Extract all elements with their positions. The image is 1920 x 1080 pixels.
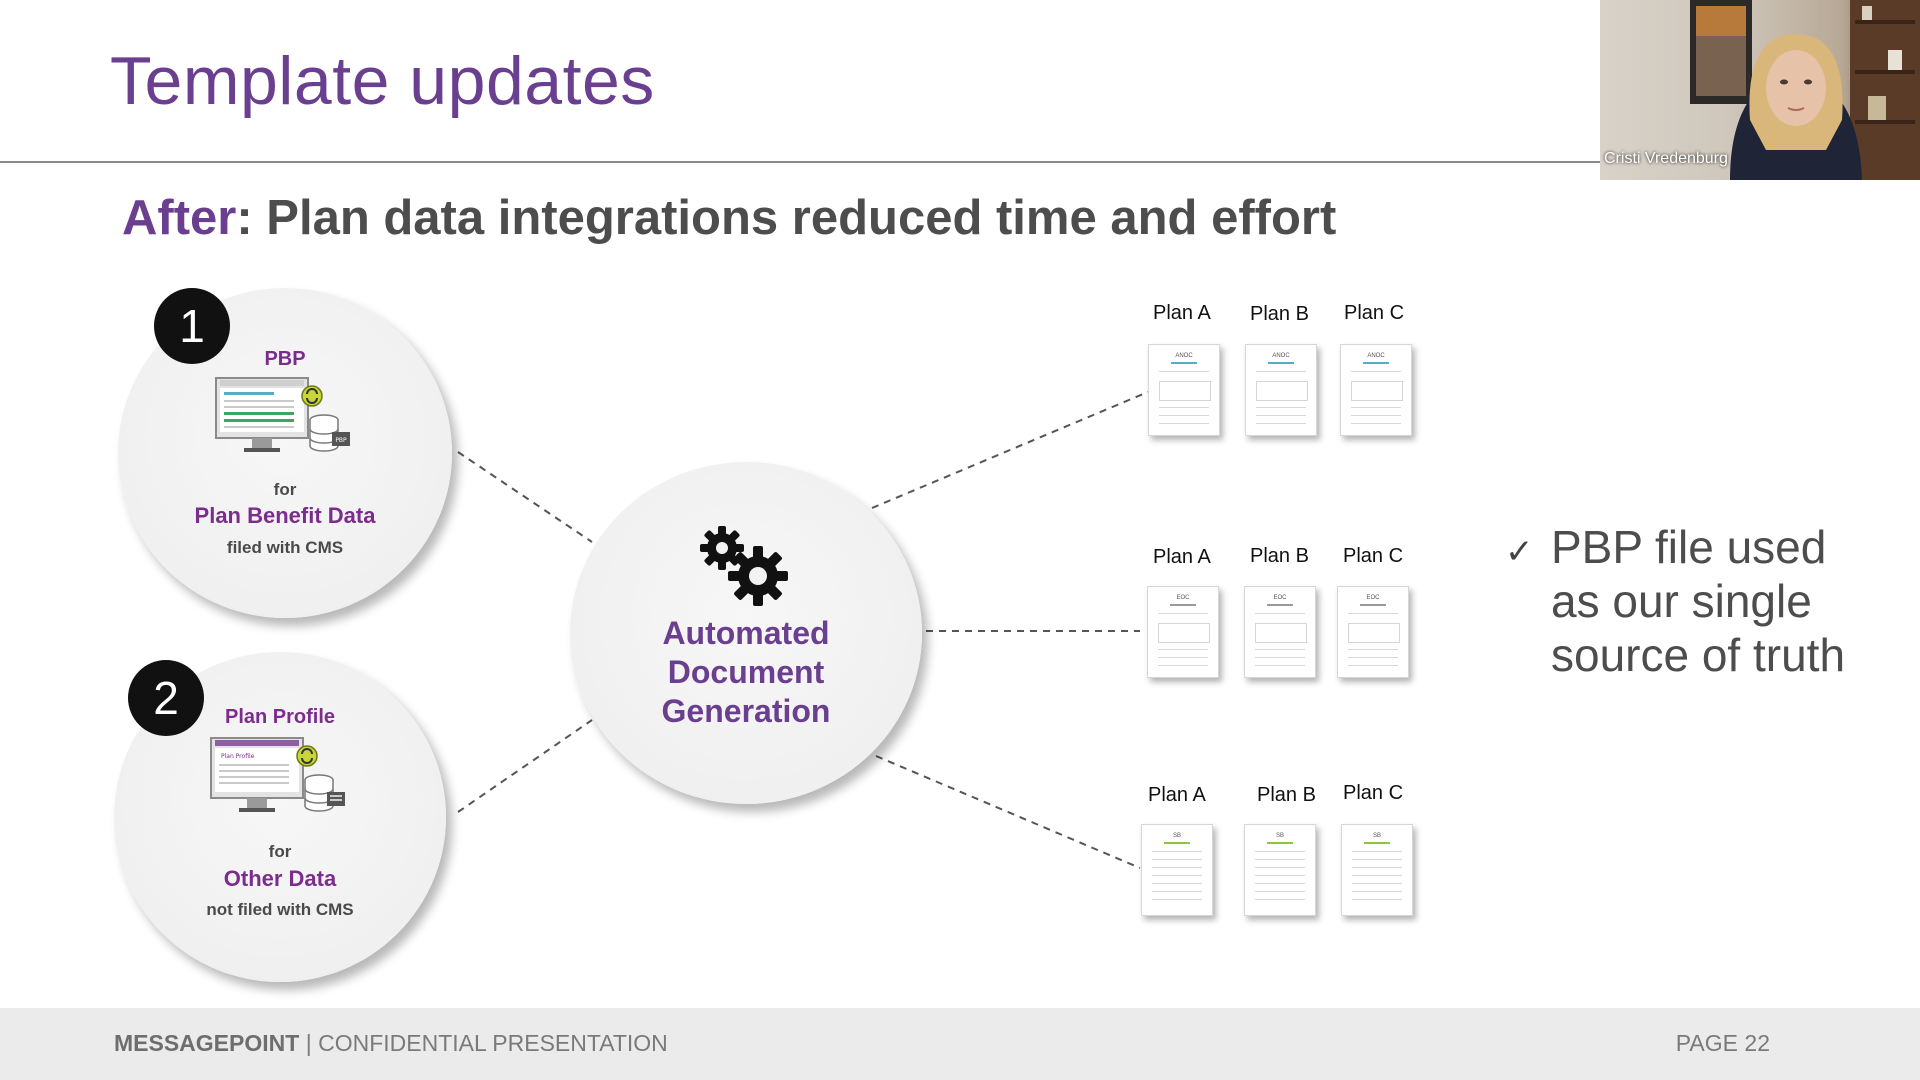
plan-label: Plan A (1148, 784, 1206, 806)
source-sub-label: not filed with CMS (206, 900, 354, 919)
slide-footer: MESSAGEPOINT | CONFIDENTIAL PRESENTATION… (0, 1008, 1920, 1080)
plan-label: Plan C (1344, 302, 1405, 324)
sb-document: SB (1141, 824, 1213, 916)
step-number-badge: 1 (154, 288, 230, 364)
source-for-text: for (268, 842, 292, 861)
footer-separator: | (305, 1030, 312, 1056)
connector-profile (457, 719, 593, 813)
page-number: PAGE 22 (1676, 1030, 1770, 1057)
anoc-document: ANOC (1340, 344, 1412, 436)
anoc-document: ANOC (1148, 344, 1220, 436)
footer-label: CONFIDENTIAL PRESENTATION (318, 1030, 668, 1056)
slide-subtitle: After: Plan data integrations reduced ti… (122, 190, 1336, 246)
svg-text:Plan Profile: Plan Profile (221, 753, 255, 760)
connector-anoc (871, 391, 1149, 509)
subtitle-text: : Plan data integrations reduced time an… (236, 191, 1337, 245)
key-point-text: PBP file used as our single source of tr… (1551, 521, 1846, 681)
source-heading: Plan Profile (224, 706, 336, 728)
sb-document: SB (1244, 824, 1316, 916)
webcam-person-image (1690, 0, 1920, 180)
central-title: Automated Document Generation (570, 614, 922, 731)
plan-label: Plan B (1250, 545, 1309, 567)
eoc-document: EOC (1244, 586, 1316, 678)
source-heading: PBP (264, 348, 306, 370)
checkmark-icon: ✓ (1505, 533, 1534, 571)
plan-label: Plan C (1343, 782, 1404, 804)
source-for-text: for (273, 480, 297, 499)
central-title-line: Document (667, 654, 825, 690)
connector-sb (875, 755, 1141, 869)
participant-name: Cristi Vredenburg (1604, 150, 1728, 167)
plan-label: Plan B (1257, 784, 1316, 806)
step-number-badge: 2 (128, 660, 204, 736)
page-label: PAGE (1675, 1030, 1739, 1056)
gears-icon (700, 526, 788, 606)
central-title-line: Automated (662, 615, 830, 651)
monitor-database-sync-icon: Plan Profile (210, 737, 345, 812)
eoc-document: EOC (1147, 586, 1219, 678)
plan-label: Plan B (1250, 303, 1309, 325)
footer-left: MESSAGEPOINT | CONFIDENTIAL PRESENTATION (114, 1030, 668, 1057)
svg-text:PBP: PBP (335, 437, 347, 444)
plan-label: Plan A (1153, 546, 1211, 568)
page-value: 22 (1744, 1030, 1770, 1056)
central-circle: Automated Document Generation (570, 462, 922, 804)
webcam-video-tile[interactable]: Cristi Vredenburg (1600, 0, 1920, 180)
source-main-label: Plan Benefit Data (194, 503, 376, 528)
monitor-database-sync-icon: PBP (215, 377, 350, 452)
footer-brand: MESSAGEPOINT (114, 1030, 300, 1056)
source-sub-label: filed with CMS (226, 538, 344, 557)
slide-title: Template updates (110, 43, 655, 119)
title-divider (0, 161, 1600, 163)
subtitle-accent: After (122, 191, 237, 245)
central-title-line: Generation (661, 693, 831, 729)
connector-pbp (457, 451, 593, 543)
plan-label: Plan C (1343, 545, 1404, 567)
source-main-label: Other Data (223, 866, 337, 891)
sb-document: SB (1341, 824, 1413, 916)
anoc-document: ANOC (1245, 344, 1317, 436)
plan-label: Plan A (1153, 302, 1211, 324)
eoc-document: EOC (1337, 586, 1409, 678)
